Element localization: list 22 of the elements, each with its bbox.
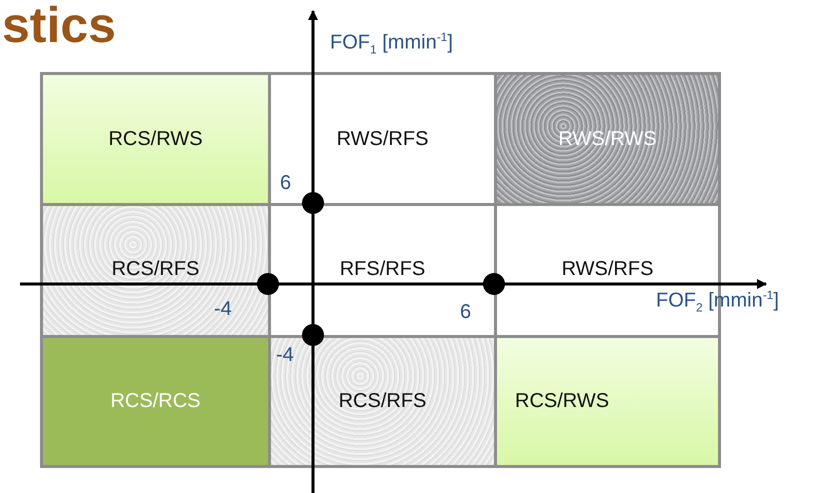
cell-label: RCS/RWS [515, 390, 610, 413]
quadrant-cell [494, 72, 721, 206]
quadrant-cell [494, 335, 721, 468]
cell-label: RCS/RFS [338, 390, 426, 413]
axis-label: FOF$_{1}$ [mmin$^{-1}$] [330, 30, 453, 57]
cell-label: RWS/RFS [336, 128, 428, 150]
quadrant-cell [40, 72, 271, 206]
quadrant-cell [40, 203, 271, 338]
quadrant-cell [40, 335, 271, 468]
axis-label: 6 [280, 172, 292, 195]
cell-label: RWS/RWS [558, 128, 657, 150]
cell-label: RFS/RFS [340, 258, 426, 281]
heading: stics [2, 0, 116, 50]
axis-label: 6 [460, 301, 472, 324]
quadrant-cell [268, 335, 497, 468]
cell-label: RCS/RFS [112, 258, 200, 281]
cell-label: RWS/RFS [562, 258, 654, 281]
axis-label: -4 [276, 344, 294, 367]
cell-label: RCS/RWS [108, 128, 203, 150]
axis-label: -4 [214, 298, 232, 321]
axis-label: FOF$_{2}$ [mmin$^{-1}$] [656, 288, 779, 315]
cell-label: RCS/RCS [110, 390, 200, 413]
